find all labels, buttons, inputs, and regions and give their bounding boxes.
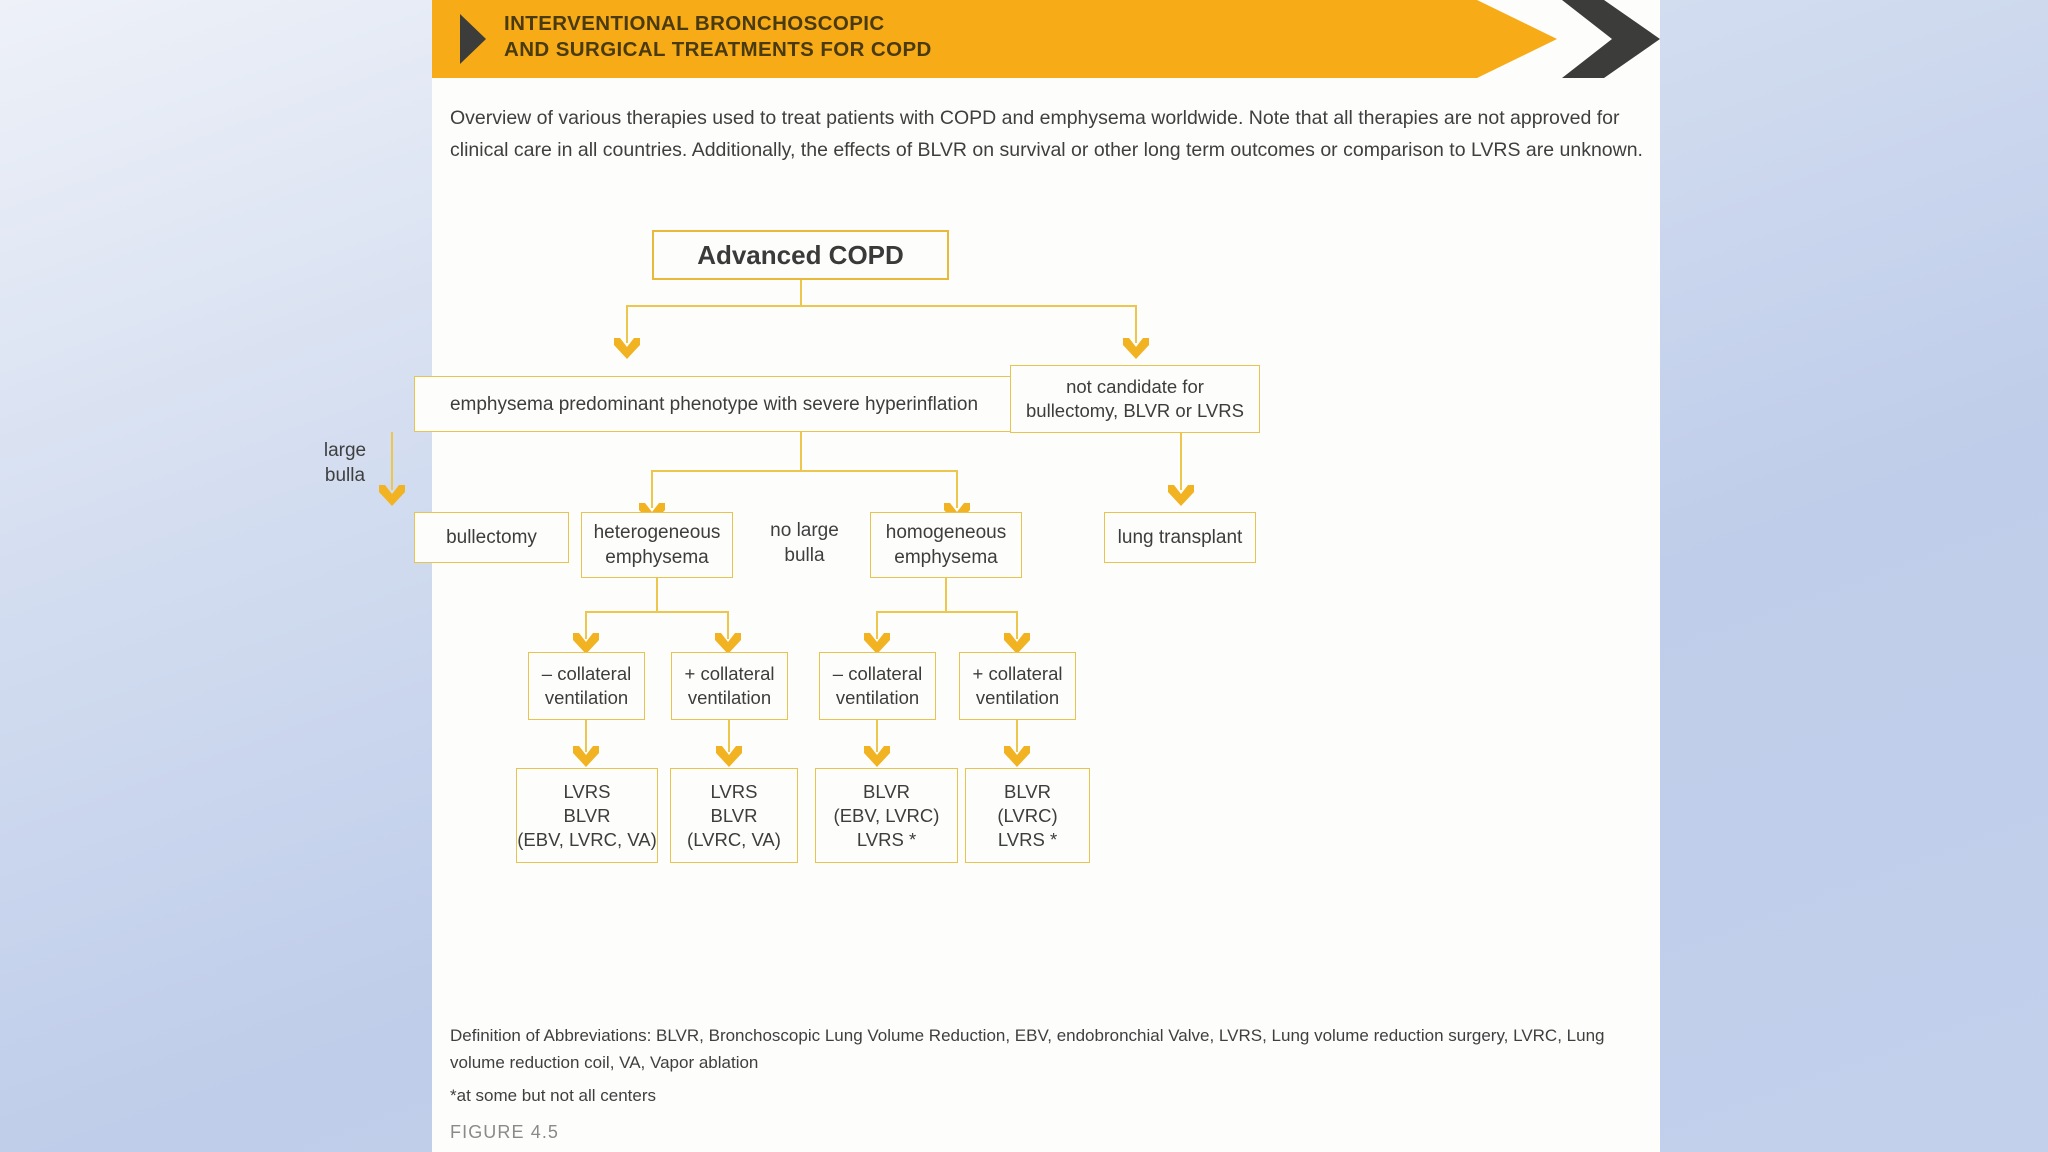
node-treatment-hetero-plus: LVRS BLVR (LVRC, VA) xyxy=(670,768,798,863)
edge-label-large-bulla: large bulla xyxy=(323,440,367,486)
node-hetero-plus-collateral: + collateral ventilation xyxy=(671,652,788,720)
arrowhead-icon xyxy=(864,633,890,655)
arrowhead-icon xyxy=(573,746,599,768)
node-treatment-homo-plus: BLVR (LVRC) LVRS * xyxy=(965,768,1090,863)
footnote-text: *at some but not all centers xyxy=(450,1086,657,1105)
abbreviations-text: Definition of Abbreviations: BLVR, Bronc… xyxy=(450,1026,1605,1072)
connector-t1 xyxy=(585,720,587,752)
connector-hetero-bus xyxy=(585,611,727,613)
connector-hetero-drop xyxy=(651,470,653,508)
node-emphysema-phenotype: emphysema predominant phenotype with sev… xyxy=(414,376,1014,432)
intro-paragraph: Overview of various therapies used to tr… xyxy=(450,107,1643,161)
connector-homo-stem xyxy=(945,578,947,612)
arrowhead-icon xyxy=(715,633,741,655)
connector-homo-left-drop xyxy=(876,611,878,639)
flowchart: Advanced COPD emphysema predominant phen… xyxy=(324,0,1660,1152)
node-treatment-hetero-minus: LVRS BLVR (EBV, LVRC, VA) xyxy=(516,768,658,863)
connector-t2 xyxy=(728,720,730,752)
header-banner: INTERVENTIONAL BRONCHOSCOPIC AND SURGICA… xyxy=(432,0,1660,78)
node-homogeneous-emphysema: homogeneous emphysema xyxy=(870,512,1022,578)
connector-homo-drop xyxy=(956,470,958,508)
connector-hetero-homo-bus xyxy=(651,470,956,472)
connector-large-bulla xyxy=(391,432,393,490)
arrowhead-icon xyxy=(573,633,599,655)
node-lung-transplant: lung transplant xyxy=(1104,512,1256,563)
arrowhead-icon xyxy=(864,746,890,768)
arrowhead-icon xyxy=(379,485,405,507)
connector-transplant xyxy=(1180,433,1182,490)
node-treatment-homo-minus: BLVR (EBV, LVRC) LVRS * xyxy=(815,768,958,863)
connector-drop-right xyxy=(1135,305,1137,343)
node-homo-plus-collateral: + collateral ventilation xyxy=(959,652,1076,720)
connector-drop-left xyxy=(626,305,628,343)
connector-hetero-right-drop xyxy=(727,611,729,639)
node-heterogeneous-emphysema: heterogeneous emphysema xyxy=(581,512,733,578)
node-hetero-minus-collateral: – collateral ventilation xyxy=(528,652,645,720)
connector-root-stem xyxy=(800,280,802,306)
arrowhead-icon xyxy=(1004,746,1030,768)
edge-label-no-large-bulla: no large bulla xyxy=(770,520,839,566)
connector-t4 xyxy=(1016,720,1018,752)
node-not-candidate: not candidate for bullectomy, BLVR or LV… xyxy=(1010,365,1260,433)
node-advanced-copd: Advanced COPD xyxy=(652,230,949,280)
connector-hetero-left-drop xyxy=(585,611,587,639)
arrowhead-icon xyxy=(716,746,742,768)
banner-bar xyxy=(432,0,1557,78)
connector-homo-right-drop xyxy=(1016,611,1018,639)
node-homo-minus-collateral: – collateral ventilation xyxy=(819,652,936,720)
connector-t3 xyxy=(876,720,878,752)
connector-phenotype-stem xyxy=(800,432,802,472)
connector-hetero-stem xyxy=(656,578,658,612)
arrowhead-icon xyxy=(1004,633,1030,655)
arrowhead-icon xyxy=(1123,338,1149,360)
arrowhead-icon xyxy=(614,338,640,360)
banner-title: INTERVENTIONAL BRONCHOSCOPIC AND SURGICA… xyxy=(504,12,932,61)
node-bullectomy: bullectomy xyxy=(414,512,569,563)
arrowhead-icon xyxy=(1168,485,1194,507)
connector-root-bus xyxy=(626,305,1136,307)
connector-homo-bus xyxy=(876,611,1016,613)
play-triangle-icon xyxy=(460,14,486,64)
figure-number: FIGURE 4.5 xyxy=(450,1122,560,1142)
